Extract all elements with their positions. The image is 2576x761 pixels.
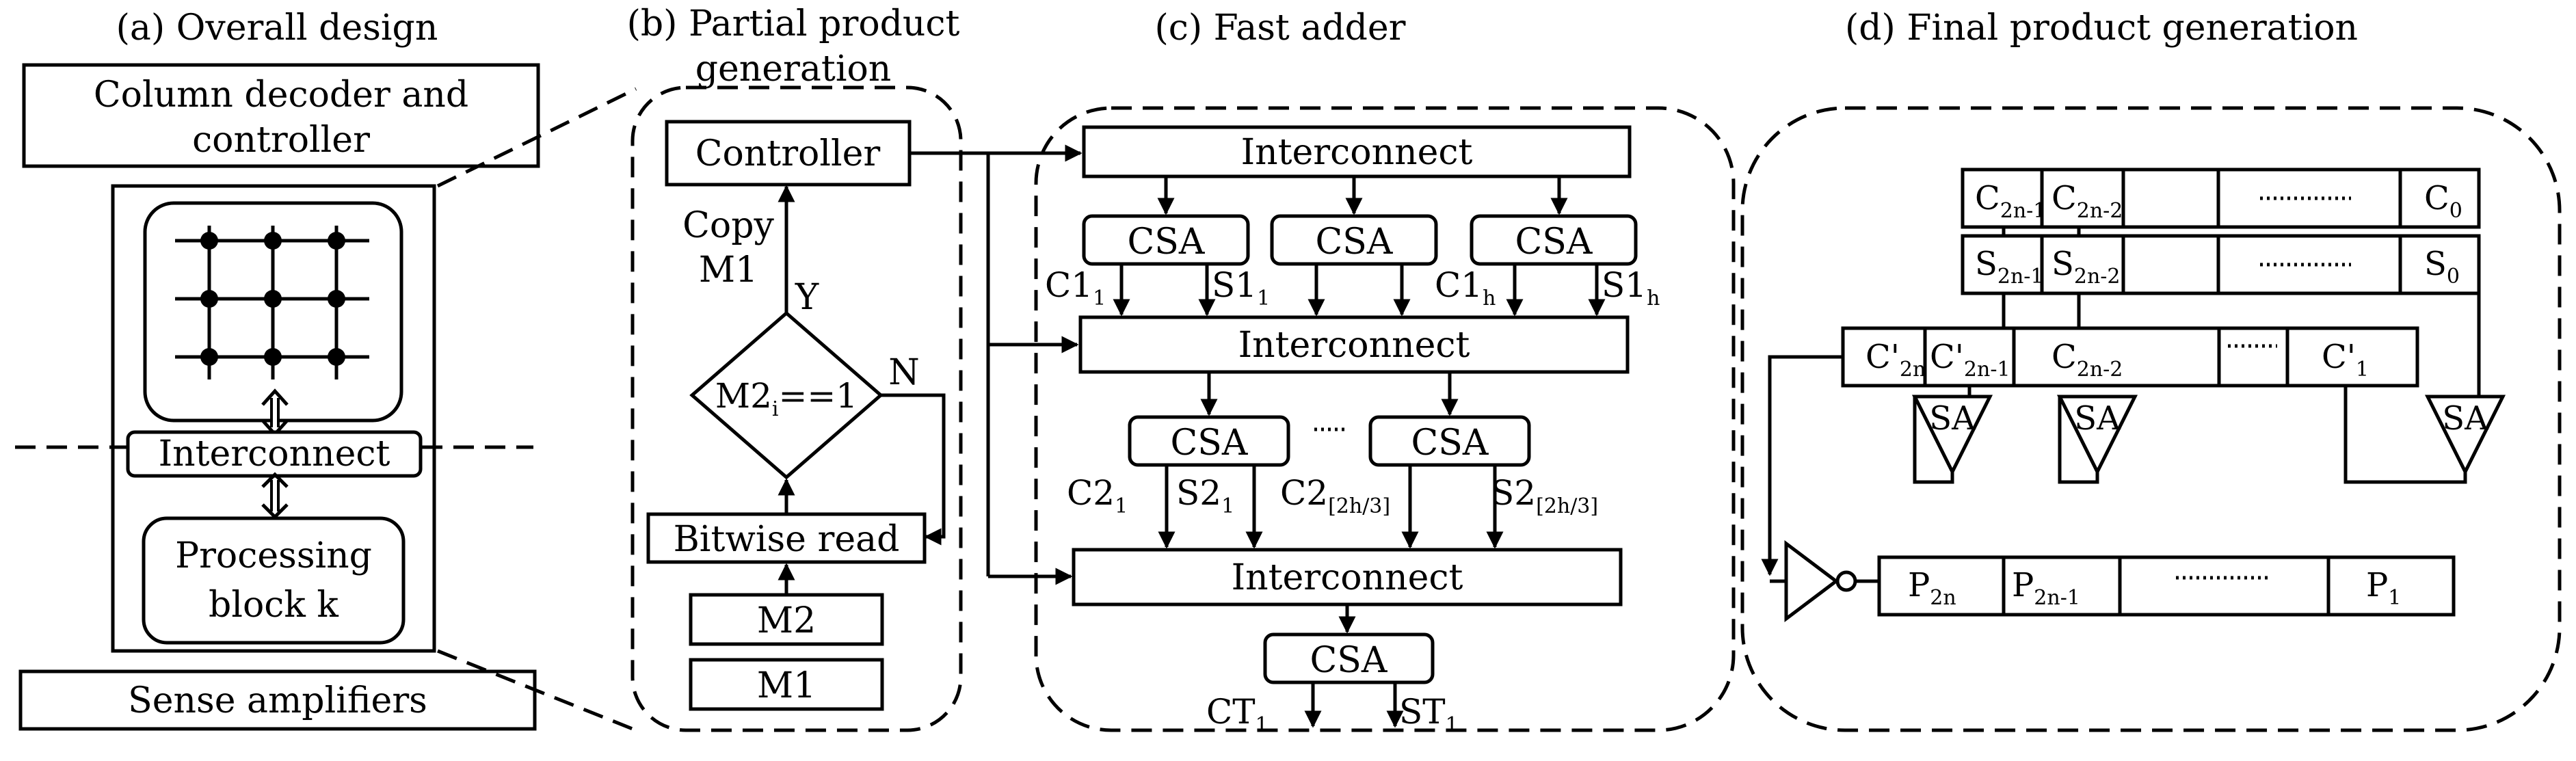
panel-c-fast-adder: (c) Fast adder Interconnect CSA CSA CSA … [1034,8,1736,737]
svg-text:SA: SA [1929,399,1976,438]
sum-register: S2n-1 S2n-2 S0 [1961,234,2481,295]
inverter-gate [1770,539,1879,623]
product-register: P2n P2n-1 P1 [1877,555,2456,617]
processing-block-label-2: block k [209,585,338,626]
cell-p-2n-1: P2n-1 [2012,566,2080,610]
controller-label: Controller [695,133,881,174]
csa-row2-1-label: CSA [1171,423,1249,464]
csa-row1-3-label: CSA [1515,222,1593,263]
arrow-no-to-bitwise [881,393,946,546]
label-s1-h: S1h [1602,265,1660,310]
panel-a-overall-design: (a) Overall design Column decoder and co… [15,8,637,732]
csa-final [1263,632,1435,684]
cell-s-2n-2: S2n-2 [2051,245,2121,289]
m2-label: M2 [757,600,816,641]
label-s2-k: S2[2h/3] [1491,473,1598,518]
interconnect-c2 [1078,315,1630,374]
label-s2-1: S21 [1176,473,1234,518]
panel-c-title: (c) Fast adder [1154,8,1405,49]
label-s1-1: S11 [1212,265,1270,310]
interconnect-c1-label: Interconnect [1241,132,1473,173]
label-c2-1: C21 [1067,473,1128,518]
csa-row1-1 [1082,214,1250,266]
csa-row1-1-label: CSA [1128,222,1206,263]
label-st1: ST1 [1399,692,1459,737]
sense-amp-3: SA [2424,395,2506,476]
yes-label: Y [795,277,819,318]
cell-c-2n-2-shifted: C2n-2 [2051,338,2123,382]
label-c2-k: C2[2h/3] [1280,473,1390,518]
label-c1-1: C11 [1045,265,1106,310]
m1-box [689,658,884,711]
bitwise-read-label: Bitwise read [674,519,900,560]
interconnect-c2-label: Interconnect [1238,325,1470,366]
cell-p-1: P1 [2366,566,2401,610]
cell-cp-2n: C'2n [1865,338,1926,382]
csa-row2-2 [1368,415,1531,467]
decision-diamond [689,310,884,480]
csa-row2-2-label: CSA [1411,423,1489,464]
carry-out-wire [1768,355,1843,554]
cell-p-2n: P2n [1908,566,1956,610]
decision-label: M2i==1 [715,376,858,421]
interconnect-c3 [1072,548,1623,606]
panel-c-frame [1034,106,1736,732]
zoom-line-bottom [437,649,637,732]
crossbar-grid [175,226,369,379]
sense-amp-2: SA [2056,395,2138,476]
csa-row2-1 [1128,415,1290,467]
svg-text:SA: SA [2074,399,2121,438]
csa-final-label: CSA [1310,640,1388,681]
csa-row1-3 [1470,214,1638,266]
panel-d-final-product: (d) Final product generation C2n-1 C2n-2… [1740,8,2562,732]
csa-row1-2 [1270,214,1438,266]
cell-c-2n-2: C2n-2 [2051,179,2123,223]
interconnect-c1 [1082,125,1632,178]
column-decoder-box [22,63,540,168]
sense-amplifiers-box [18,669,537,731]
column-decoder-label-2: controller [192,120,370,161]
copy-label-2: M1 [699,250,758,291]
cell-s-0: S0 [2424,245,2460,289]
sense-amp-1: SA [1911,395,1993,476]
panel-b-partial-product: (b) Partial product generation Controlle… [627,3,1083,732]
processing-block-label-1: Processing [175,535,372,576]
m1-label: M1 [757,665,816,706]
cell-s-2n-1: S2n-1 [1975,245,2044,289]
shifted-carry-register: C'2n C'2n-1 C2n-2 C'1 [1841,326,2419,388]
panel-d-title: (d) Final product generation [1845,8,2358,49]
carry-register: C2n-1 C2n-2 C0 [1961,168,2481,229]
label-c1-h: C1h [1435,265,1496,310]
zoom-line-top [436,87,637,188]
interconnect-c3-label: Interconnect [1232,557,1463,598]
cell-c-2n-1: C2n-1 [1975,179,2046,223]
no-label: N [888,352,920,393]
svg-text:SA: SA [2442,399,2489,438]
copy-label-1: Copy [682,205,774,246]
csa-row1-2-label: CSA [1316,222,1394,263]
panel-b-title-2: generation [695,49,892,90]
panel-d-frame [1740,106,2562,732]
processing-block [142,516,406,645]
label-ct1: CT1 [1206,692,1269,737]
bitwise-read-box [646,512,927,564]
cell-cp-2n-1: C'2n-1 [1930,338,2010,382]
cell-cp-1: C'1 [2322,338,2369,382]
column-decoder-label-1: Column decoder and [94,75,468,116]
panel-a-title: (a) Overall design [116,8,438,49]
panel-b-title-1: (b) Partial product [627,3,960,44]
cell-c-0: C0 [2424,179,2462,223]
sense-amplifiers-label: Sense amplifiers [128,680,427,721]
panel-b-frame [630,85,963,732]
interconnect-label-a: Interconnect [159,433,390,475]
m2-box [689,593,884,646]
